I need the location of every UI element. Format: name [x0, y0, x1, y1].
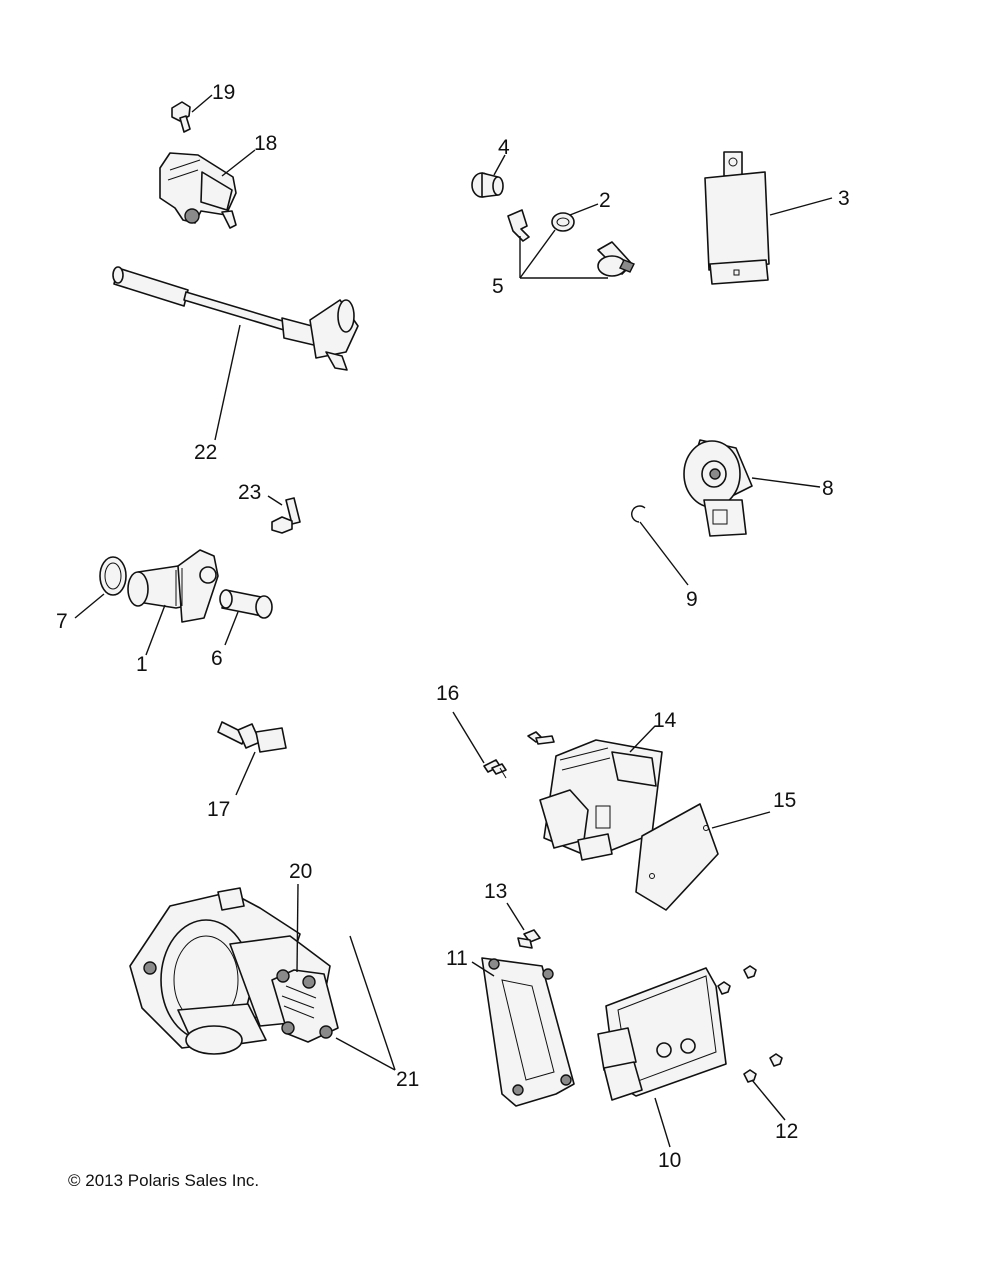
callout-16: 16 [436, 682, 459, 705]
callout-21: 21 [396, 1068, 419, 1091]
part-10-ecu [597, 967, 727, 1148]
callout-7: 7 [56, 610, 68, 633]
callout-12: 12 [775, 1120, 798, 1143]
part-15-gasket [635, 803, 771, 911]
callout-1: 1 [136, 653, 148, 676]
part-16-bolts [452, 711, 555, 779]
part-6-pin [219, 589, 273, 646]
part-18-map-sensor [159, 149, 256, 229]
callout-10: 10 [658, 1149, 681, 1172]
callout-8: 8 [822, 477, 834, 500]
callout-9: 9 [686, 588, 698, 611]
callout-6: 6 [211, 647, 223, 670]
part-22-speed-sensor [112, 266, 359, 441]
part-19-bolt [171, 94, 213, 133]
part-14-module-housing [539, 725, 663, 861]
callout-19: 19 [212, 81, 235, 104]
callout-13: 13 [484, 880, 507, 903]
part-7-o-ring [74, 556, 127, 619]
part-17-temperature-sensor [217, 721, 287, 796]
part-1-position-sensor [127, 549, 219, 656]
part-20-throttle-body [129, 883, 339, 1055]
part-9-circlip [631, 505, 689, 586]
callout-17: 17 [207, 798, 230, 821]
callout-20: 20 [289, 860, 312, 883]
callout-4: 4 [498, 136, 510, 159]
callout-18: 18 [254, 132, 277, 155]
part-8-knock-sensor [683, 439, 821, 537]
part-4-cap [471, 154, 506, 198]
leader-21b [349, 935, 396, 1071]
callout-22: 22 [194, 441, 217, 464]
callout-15: 15 [773, 789, 796, 812]
callout-14: 14 [653, 709, 677, 732]
part-23-bolt [267, 495, 301, 534]
part-12-screws [717, 965, 786, 1121]
part-11-mounting-bracket [471, 957, 575, 1107]
callout-11: 11 [446, 947, 468, 970]
callout-2: 2 [599, 189, 611, 212]
part-3-relay-module [704, 151, 833, 285]
part-13-bolt [506, 902, 541, 949]
callout-23: 23 [238, 481, 261, 504]
callout-3: 3 [838, 187, 850, 210]
callout-5: 5 [492, 275, 504, 298]
part-5-switch-assembly [507, 209, 635, 279]
copyright-notice: © 2013 Polaris Sales Inc. [68, 1171, 260, 1190]
leader-21a [335, 1037, 396, 1071]
